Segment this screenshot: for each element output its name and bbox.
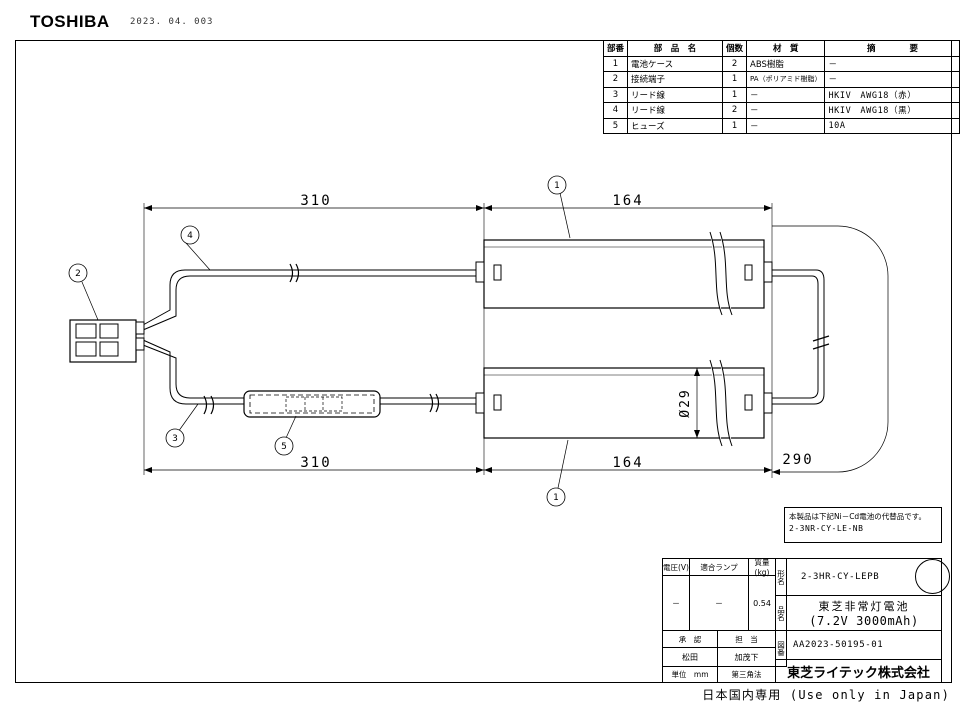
callout-circle xyxy=(546,487,566,507)
brand-logo: TOSHIBA xyxy=(30,12,110,31)
projection-text: 第三角法 xyxy=(717,666,776,683)
document-date: 2023. 04. 003 xyxy=(130,17,214,27)
person-in-charge: 加茂下 xyxy=(717,647,776,667)
drawing-frame xyxy=(15,40,952,683)
callout-label: 5 xyxy=(281,442,287,452)
cell: － xyxy=(746,117,826,134)
callout-circle xyxy=(547,175,567,195)
note-line-1: 本製品は下記Ni－Cd電池の代替品です。 xyxy=(789,512,926,521)
mass-label: 質量(kg) xyxy=(748,558,776,577)
callout-circle xyxy=(165,428,185,448)
unit-text: 単位 mm xyxy=(662,666,718,683)
battery-case-top xyxy=(475,231,773,316)
callout-circle xyxy=(180,225,200,245)
callout-label: 3 xyxy=(172,434,178,444)
dim-top-right: 164 xyxy=(612,193,643,209)
footer-note: 日本国内専用 (Use only in Japan) xyxy=(702,688,950,702)
lamp-label: 適合ランプ xyxy=(689,558,749,576)
product-name: 東芝非常灯電池 xyxy=(818,600,910,613)
cell: 1 xyxy=(722,117,748,134)
note-line-2: 2-3NR-CY-LE-NB xyxy=(789,524,864,533)
connector-terminal xyxy=(69,319,145,363)
stamp-circle xyxy=(915,559,950,594)
callout-label: 1 xyxy=(554,181,560,191)
callout-label: 2 xyxy=(75,269,81,279)
dim-bottom-left: 310 xyxy=(300,455,331,471)
approver-name: 松田 xyxy=(662,647,718,667)
voltage-label: 電圧(V) xyxy=(662,558,690,576)
dim-diameter: Ø29 xyxy=(678,388,693,417)
callout-circle xyxy=(274,436,294,456)
drawing-number: AA2023-50195-01 xyxy=(786,630,942,660)
dim-loop: 290 xyxy=(782,452,813,468)
cell: 10A xyxy=(824,117,961,134)
charge-label: 担 当 xyxy=(717,630,776,648)
company-name: 東芝ライテック株式会社 xyxy=(775,659,942,683)
voltage-value: － xyxy=(662,575,690,631)
callout-label: 1 xyxy=(553,493,559,503)
product-spec: (7.2V 3000mAh) xyxy=(809,614,919,628)
cell: 5 xyxy=(602,117,629,134)
callout-label: 4 xyxy=(187,231,193,241)
cell: 1 xyxy=(602,55,629,72)
fuse-holder xyxy=(243,390,381,418)
substitute-note: 本製品は下記Ni－Cd電池の代替品です。 2-3NR-CY-LE-NB xyxy=(784,507,942,543)
lamp-value: － xyxy=(689,575,749,631)
product-name-cell: 東芝非常灯電池 (7.2V 3000mAh) xyxy=(786,595,942,631)
callout-circle xyxy=(68,263,88,283)
battery-case-bottom xyxy=(475,359,773,447)
dim-bottom-right: 164 xyxy=(612,455,643,471)
dim-top-left: 310 xyxy=(300,193,331,209)
mass-value: 0.54 xyxy=(748,575,776,631)
approve-label: 承 認 xyxy=(662,630,718,648)
